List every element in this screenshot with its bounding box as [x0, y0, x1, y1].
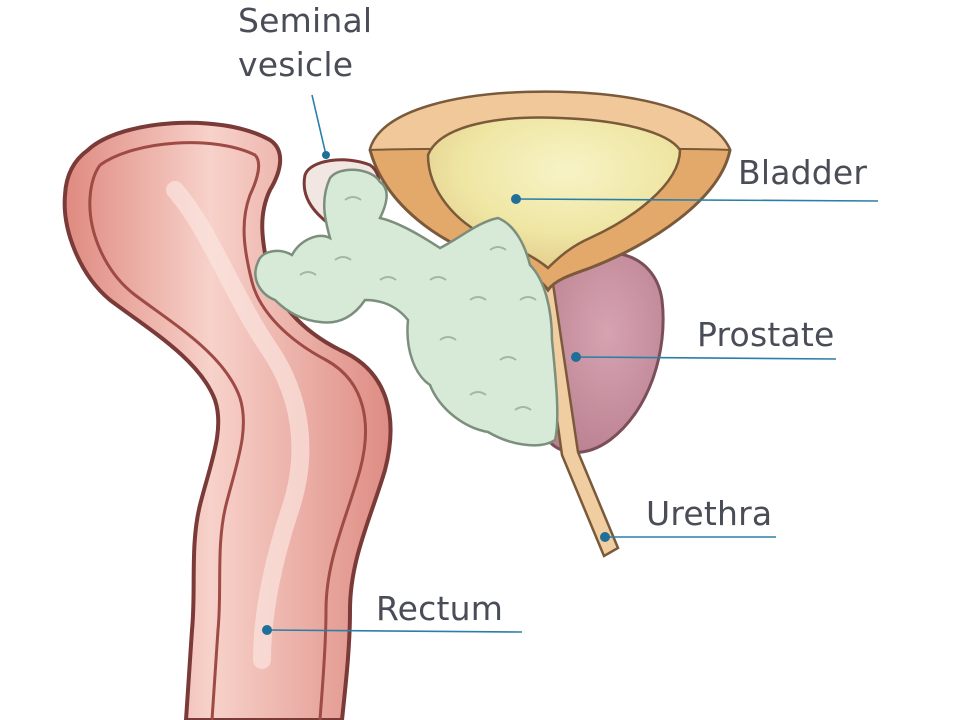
rectum [62, 120, 393, 720]
leader-urethra [600, 532, 776, 542]
seminal-vesicle-tumor [254, 158, 559, 447]
leader-bladder [511, 194, 879, 204]
label-urethra: Urethra [646, 494, 772, 533]
leader-rectum [262, 625, 523, 635]
leader-prostate [571, 352, 837, 362]
leader-seminal-vesicle [311, 94, 330, 159]
label-seminal-line2: vesicle [238, 45, 353, 84]
label-seminal-line1: Seminal [238, 1, 372, 40]
label-bladder: Bladder [738, 153, 867, 192]
label-prostate: Prostate [697, 315, 835, 354]
label-rectum: Rectum [376, 589, 503, 628]
